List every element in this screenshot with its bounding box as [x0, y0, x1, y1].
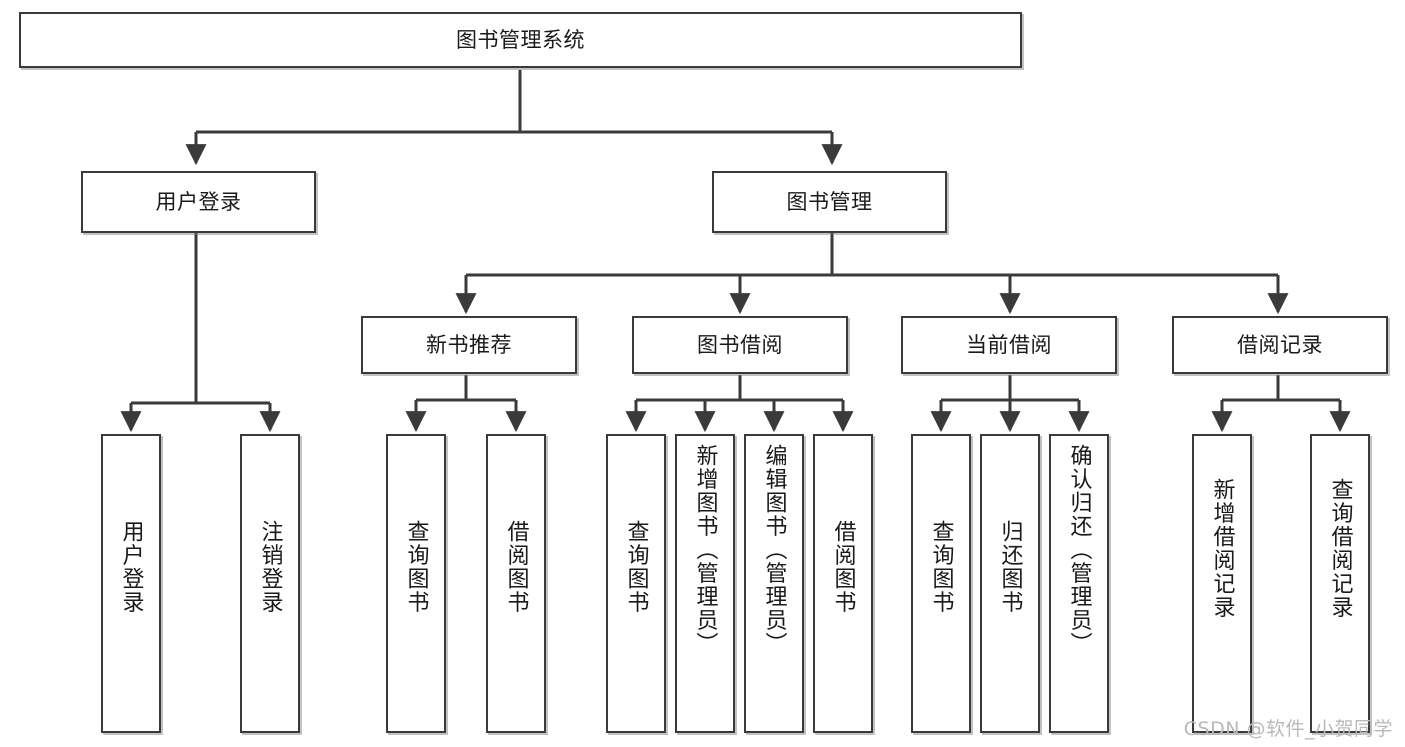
node-leaf-query-book-2-label: 查询图书: [623, 520, 649, 614]
node-leaf-query-book-3-label: 查询图书: [928, 520, 954, 614]
node-leaf-add-record-label: 新增借阅记录: [1209, 478, 1235, 619]
node-leaf-query-record-label: 查询借阅记录: [1327, 478, 1353, 619]
node-new-book-recommend[interactable]: 新书推荐: [361, 316, 577, 374]
node-leaf-user-login[interactable]: 用户登录: [101, 434, 161, 733]
node-leaf-add-record[interactable]: 新增借阅记录: [1192, 434, 1252, 733]
node-leaf-query-book-1[interactable]: 查询图书: [386, 434, 446, 733]
node-user-login[interactable]: 用户登录: [81, 171, 316, 233]
node-new-book-recommend-label: 新书推荐: [426, 332, 512, 357]
node-book-manage-label: 图书管理: [786, 189, 873, 214]
node-leaf-borrow-book-2-label: 借阅图书: [830, 520, 856, 614]
node-borrow-record[interactable]: 借阅记录: [1172, 316, 1388, 374]
node-leaf-borrow-book-1[interactable]: 借阅图书: [486, 434, 546, 733]
node-leaf-confirm-return-label: 确认归还（管理员）: [1066, 444, 1092, 656]
node-leaf-confirm-return[interactable]: 确认归还（管理员）: [1049, 434, 1109, 733]
node-leaf-user-login-label: 用户登录: [118, 520, 144, 614]
node-leaf-borrow-book-1-label: 借阅图书: [503, 520, 529, 614]
node-leaf-query-record[interactable]: 查询借阅记录: [1310, 434, 1370, 733]
node-leaf-return-book-label: 归还图书: [997, 520, 1023, 614]
node-leaf-edit-book-label: 编辑图书（管理员）: [761, 444, 787, 656]
node-leaf-add-book-label: 新增图书（管理员）: [692, 444, 718, 656]
node-leaf-borrow-book-2[interactable]: 借阅图书: [813, 434, 873, 733]
node-leaf-query-book-1-label: 查询图书: [403, 520, 429, 614]
node-current-borrow-label: 当前借阅: [966, 332, 1052, 357]
node-book-manage[interactable]: 图书管理: [712, 171, 947, 233]
node-leaf-return-book[interactable]: 归还图书: [980, 434, 1040, 733]
node-leaf-add-book[interactable]: 新增图书（管理员）: [675, 434, 735, 733]
node-leaf-logout-login[interactable]: 注销登录: [240, 434, 300, 733]
node-root-label: 图书管理系统: [456, 27, 585, 52]
csdn-watermark: CSDN @软件_小贺同学: [1183, 718, 1393, 740]
node-book-borrow-label: 图书借阅: [697, 332, 783, 357]
node-root[interactable]: 图书管理系统: [19, 12, 1022, 68]
node-book-borrow[interactable]: 图书借阅: [632, 316, 848, 374]
node-leaf-edit-book[interactable]: 编辑图书（管理员）: [744, 434, 804, 733]
node-user-login-label: 用户登录: [155, 189, 242, 214]
node-leaf-query-book-3[interactable]: 查询图书: [911, 434, 971, 733]
node-leaf-query-book-2[interactable]: 查询图书: [606, 434, 666, 733]
node-borrow-record-label: 借阅记录: [1237, 332, 1323, 357]
node-leaf-logout-login-label: 注销登录: [257, 520, 283, 614]
node-current-borrow[interactable]: 当前借阅: [901, 316, 1117, 374]
